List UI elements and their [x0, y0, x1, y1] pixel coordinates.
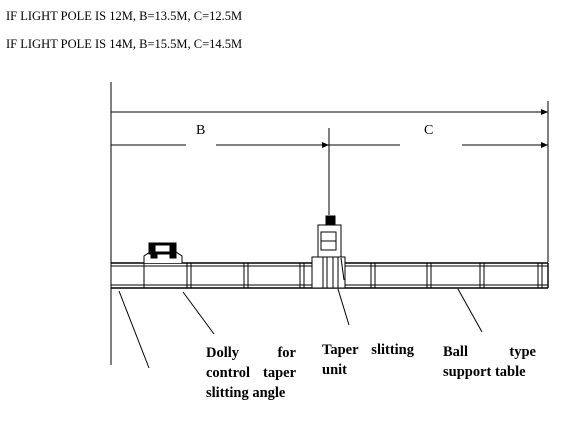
c-arrow-right: [541, 142, 548, 148]
dolly-caption-line-3: slitting angle: [206, 385, 286, 401]
ball-table-caption: Ball type support table: [443, 342, 536, 382]
dolly: [143, 242, 183, 263]
overall-arrow-right: [541, 109, 548, 115]
taper-caption-line-2: unit: [322, 362, 347, 378]
dolly-caption-line-1: Dolly for: [206, 345, 296, 361]
ball-caption-line-1: Ball type: [443, 344, 536, 360]
taper-caption: Taper slitting unit: [322, 340, 414, 380]
c-dimension-label: C: [424, 123, 433, 138]
taper-caption-line-1: Taper slitting: [322, 342, 414, 358]
floor-leader-line: [118, 290, 150, 369]
dolly-caption: Dolly for control taper slitting angle: [206, 343, 296, 403]
pole-14m-note: IF LIGHT POLE IS 14M, B=15.5M, C=14.5M: [6, 37, 243, 51]
ball-leader-line: [457, 288, 483, 333]
b-arrow-right: [322, 142, 329, 148]
dolly-caption-line-2: control taper: [206, 365, 296, 381]
dolly-leader-line: [182, 291, 215, 335]
ball-caption-line-2: support table: [443, 364, 526, 380]
taper-slitting-unit: [311, 215, 346, 289]
taper-leader-line: [337, 288, 350, 326]
pole-12m-note: IF LIGHT POLE IS 12M, B=13.5M, C=12.5M: [6, 9, 243, 23]
table-dividers: [143, 263, 543, 288]
b-dimension-label: B: [196, 123, 205, 138]
